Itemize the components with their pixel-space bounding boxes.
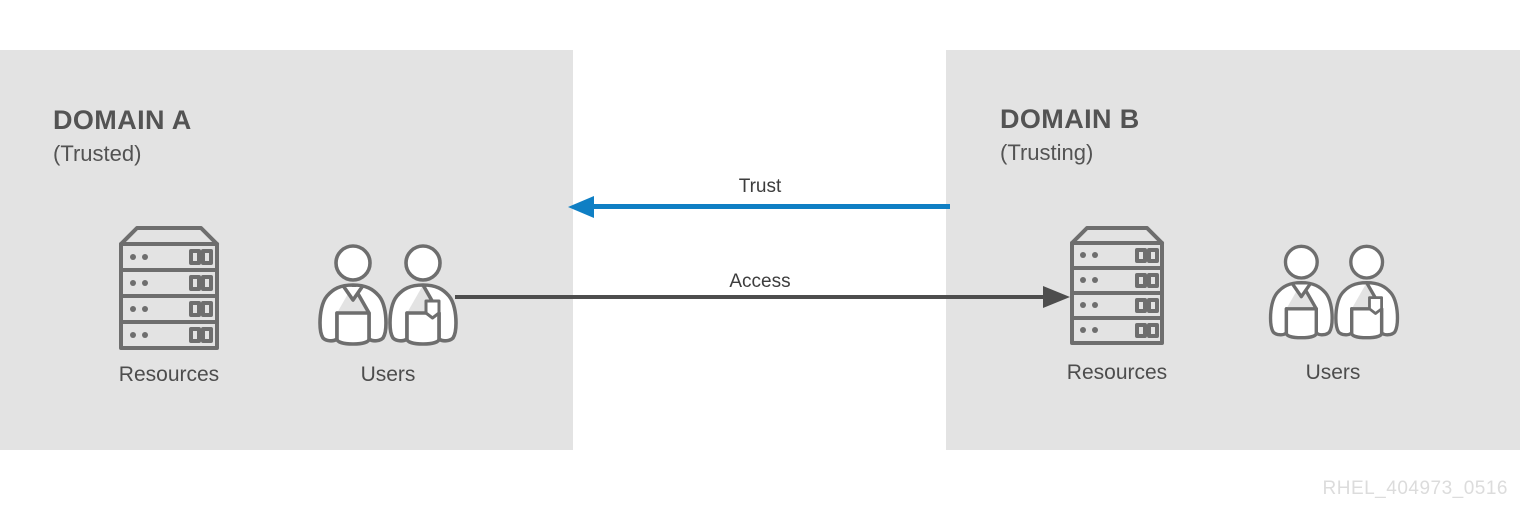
watermark-text: RHEL_404973_0516 — [1322, 478, 1508, 499]
domain-b-resources-server-icon — [1070, 226, 1164, 345]
domain-a-subtitle: (Trusted) — [53, 141, 142, 166]
domain-b-resources-label: Resources — [1066, 361, 1168, 384]
domain-a-title: DOMAIN A — [53, 105, 192, 135]
trust-arrow — [568, 196, 950, 218]
domain-b-users-icon — [1268, 244, 1400, 340]
domain-a-resources-label: Resources — [118, 363, 220, 386]
domain-b-users-label: Users — [1305, 361, 1361, 384]
domain-a-users-label: Users — [360, 363, 416, 386]
domain-a-panel — [0, 50, 573, 450]
domain-a-users-icon — [318, 244, 458, 346]
access-arrow — [455, 286, 1070, 308]
access-arrow-label: Access — [729, 271, 791, 292]
trust-arrow-label: Trust — [738, 176, 782, 197]
domain-b-panel — [946, 50, 1520, 450]
domain-a-resources-server-icon — [119, 226, 219, 350]
domain-b-subtitle: (Trusting) — [1000, 140, 1094, 165]
domain-b-title: DOMAIN B — [1000, 104, 1140, 134]
